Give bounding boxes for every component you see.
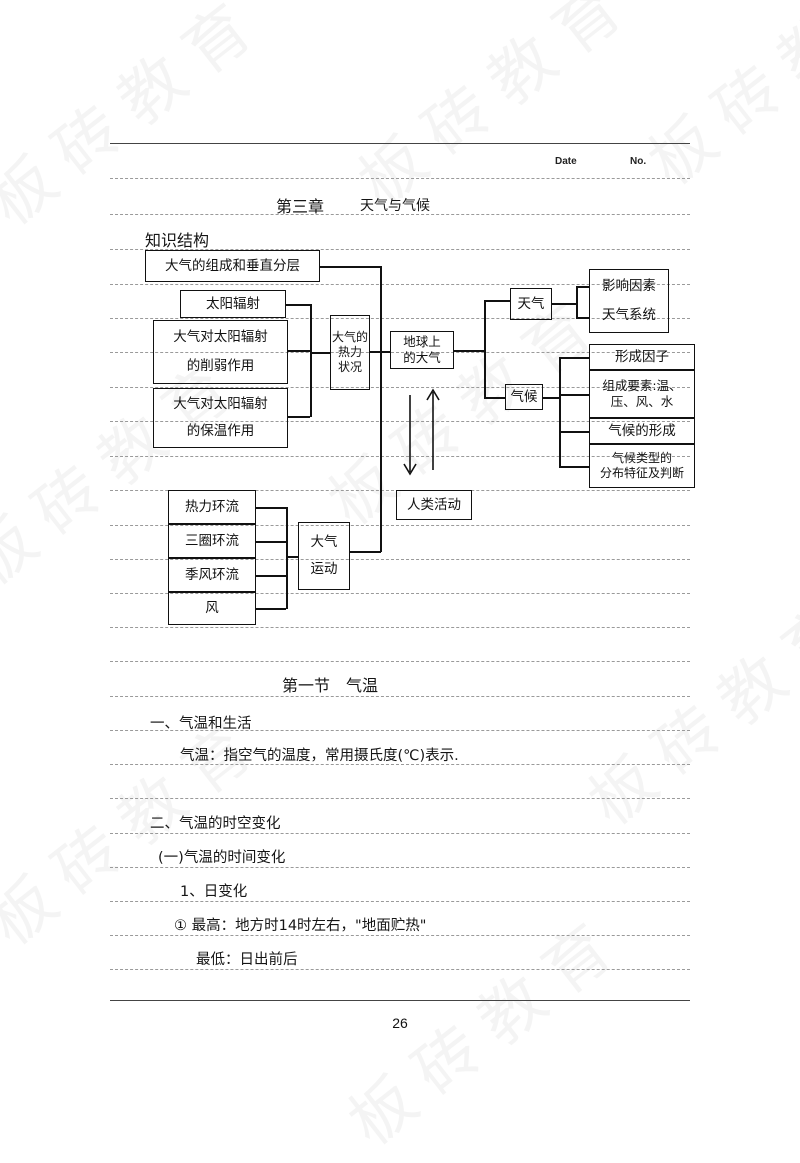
heading-4: 1、日变化 <box>180 884 248 900</box>
formation-factors-box: 形成因子 <box>589 344 695 370</box>
wind-box: 风 <box>168 592 256 625</box>
page-number: 26 <box>392 1015 408 1031</box>
ruled-line <box>110 284 690 285</box>
weather-box: 天气 <box>510 288 552 320</box>
connector-line <box>288 350 310 352</box>
ruled-line <box>110 969 690 970</box>
ruled-line <box>110 798 690 799</box>
weather-factors-box: 影响因素天气系统 <box>589 269 669 333</box>
connector-line <box>484 300 510 302</box>
connector-line <box>288 416 310 418</box>
climate-box: 气候 <box>505 384 543 410</box>
ruled-line <box>110 764 690 765</box>
connector-line <box>576 317 589 319</box>
connector-line <box>484 397 505 399</box>
insulation-box: 大气对太阳辐射的保温作用 <box>153 388 288 448</box>
connector-line <box>286 304 310 306</box>
connector-line <box>256 575 286 577</box>
date-label: Date <box>555 156 577 167</box>
connector-line <box>559 394 589 396</box>
composition-box: 大气的组成和垂直分层 <box>145 250 320 282</box>
bidirectional-arrows <box>403 388 440 476</box>
thermal-state-box: 大气的热力状况 <box>330 315 370 390</box>
ruled-line <box>110 901 690 902</box>
min-temp-text: 最低：日出前后 <box>196 952 298 968</box>
connector-line <box>559 466 589 468</box>
heading-1: 一、气温和生活 <box>150 716 252 732</box>
section-label: 知识结构 <box>145 231 210 250</box>
ruled-line <box>110 214 690 215</box>
connector-line <box>454 350 484 352</box>
section-title: 第一节 气温 <box>282 676 379 695</box>
connector-line <box>484 300 486 398</box>
climate-formation-box: 气候的形成 <box>589 418 695 444</box>
chapter-title: 天气与气候 <box>360 198 430 214</box>
climate-types-box: 气候类型的分布特征及判断 <box>589 444 695 488</box>
connector-line <box>310 304 312 417</box>
connector-line <box>559 431 589 433</box>
ruled-line <box>110 661 690 662</box>
connector-line <box>559 357 561 467</box>
connector-line <box>552 303 576 305</box>
ruled-line <box>110 696 690 697</box>
ruled-line <box>110 627 690 628</box>
thermal-circulation-box: 热力环流 <box>168 490 256 524</box>
footer-rule <box>110 1000 690 1001</box>
connector-line <box>310 352 330 354</box>
ruled-line <box>110 421 690 422</box>
header-rule <box>110 143 690 144</box>
ruled-line <box>110 387 690 388</box>
connector-line <box>576 286 578 318</box>
climate-elements-box: 组成要素:温、压、风、水 <box>589 370 695 418</box>
connector-line <box>370 351 390 353</box>
ruled-line <box>110 525 690 526</box>
earth-atmosphere-box: 地球上的大气 <box>390 331 454 369</box>
ruled-line <box>110 867 690 868</box>
connector-line <box>350 551 381 553</box>
ruled-line <box>110 318 690 319</box>
ruled-line <box>110 178 690 179</box>
number-label: No. <box>630 156 647 167</box>
ruled-line <box>110 935 690 936</box>
connector-line <box>256 608 286 610</box>
solar-radiation-box: 太阳辐射 <box>180 290 286 318</box>
connector-line <box>576 286 589 288</box>
ruled-line <box>110 352 690 353</box>
connector-line <box>286 507 288 609</box>
ruled-line <box>110 249 690 250</box>
connector-line <box>286 556 298 558</box>
heading-2: 二、气温的时空变化 <box>150 816 281 832</box>
connector-line <box>543 397 559 399</box>
monsoon-circulation-box: 季风环流 <box>168 558 256 592</box>
weakening-box: 大气对太阳辐射的削弱作用 <box>153 320 288 384</box>
ruled-line <box>110 559 690 560</box>
connector-line <box>559 357 589 359</box>
connector-line <box>256 507 286 509</box>
atmospheric-motion-box: 大气运动 <box>298 522 350 590</box>
three-cell-circulation-box: 三圈环流 <box>168 524 256 558</box>
connector-line <box>320 266 380 268</box>
chapter-number: 第三章 <box>276 197 325 216</box>
human-activity-box: 人类活动 <box>396 490 472 520</box>
ruled-line <box>110 833 690 834</box>
connector-line <box>380 266 382 552</box>
definition-text: 气温：指空气的温度，常用摄氏度(℃)表示. <box>180 748 459 764</box>
connector-line <box>256 541 286 543</box>
ruled-line <box>110 456 690 457</box>
max-temp-text: ① 最高：地方时14时左右，"地面贮热" <box>174 918 427 934</box>
heading-3: (一)气温的时间变化 <box>158 850 286 866</box>
ruled-line <box>110 730 690 731</box>
ruled-line <box>110 593 690 594</box>
